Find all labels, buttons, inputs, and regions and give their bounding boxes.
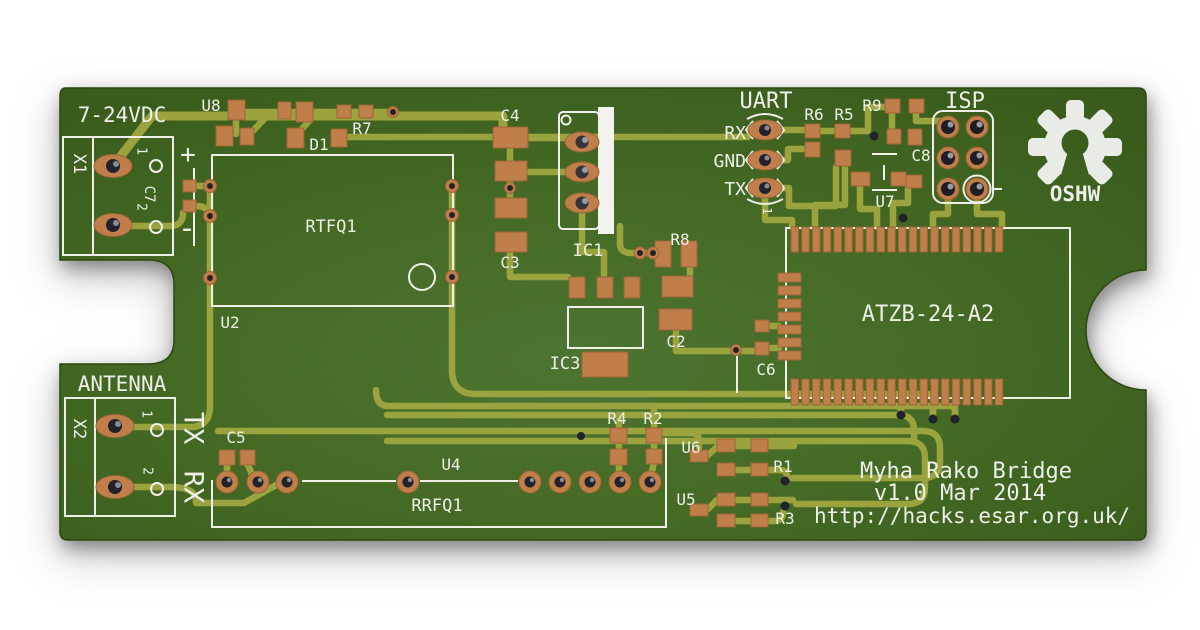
u2-label: U2 bbox=[220, 313, 239, 332]
plus-label: + bbox=[180, 140, 196, 170]
ic3-pads bbox=[568, 276, 641, 378]
c2-label: C2 bbox=[666, 332, 685, 351]
d1-label: D1 bbox=[309, 135, 328, 154]
r5-label: R5 bbox=[834, 105, 853, 124]
atzb-left-pads bbox=[777, 272, 802, 361]
x1-connector-outline bbox=[62, 136, 174, 256]
c4-label: C4 bbox=[500, 106, 519, 125]
c4-pads bbox=[492, 126, 529, 182]
c3-label: C3 bbox=[500, 253, 519, 272]
rtfq1-label: RTFQ1 bbox=[305, 217, 356, 237]
r1-label: R1 bbox=[773, 457, 792, 476]
uart-header-label: UART bbox=[740, 89, 793, 114]
copper-traces bbox=[108, 103, 1006, 525]
r6-pads bbox=[804, 123, 821, 158]
uart-tx-label: TX bbox=[724, 179, 746, 200]
x1-label: X1 bbox=[69, 154, 89, 174]
u7-pads bbox=[850, 171, 923, 189]
uart-pin1-label: 1 bbox=[760, 207, 774, 214]
r9-label: R9 bbox=[862, 96, 881, 115]
r4-label: R4 bbox=[607, 409, 626, 428]
c5-label: C5 bbox=[226, 428, 245, 447]
u8-label: U8 bbox=[201, 96, 220, 115]
uart-rx-label: RX bbox=[724, 123, 746, 144]
r7-label: R7 bbox=[352, 119, 371, 138]
x2-pin2-label: 2 bbox=[140, 467, 155, 475]
antenna-header-label: ANTENNA bbox=[78, 372, 167, 396]
x2-pin1-label: 1 bbox=[139, 410, 154, 418]
tx-big-label: TX bbox=[178, 412, 209, 445]
c7-label: C7 bbox=[141, 186, 157, 203]
x1-pin1-label: 1 bbox=[134, 147, 149, 155]
r6-label: R6 bbox=[804, 105, 823, 124]
ic1-label: IC1 bbox=[573, 241, 604, 261]
r2-label: R2 bbox=[643, 409, 662, 428]
u6-label: U6 bbox=[681, 438, 700, 457]
x2-pads bbox=[95, 414, 135, 499]
atzb-module-label: ATZB-24-A2 bbox=[862, 302, 994, 327]
pcb-board: 7-24VDC U8 D1 R7 RTFQ1 U2 C4 C3 IC1 R8 I… bbox=[59, 87, 1147, 541]
x1-pads bbox=[93, 154, 133, 237]
through-hole-pads bbox=[93, 115, 989, 499]
u7-outline bbox=[872, 153, 897, 191]
u4-label: U4 bbox=[441, 455, 460, 474]
r9-pads bbox=[884, 98, 925, 114]
title-line1: Myha Rako Bridge bbox=[860, 459, 1072, 484]
atzb-bottom-pads bbox=[790, 378, 1004, 406]
isp-header-label: ISP bbox=[945, 89, 985, 114]
oshw-logo-gear-icon bbox=[1022, 94, 1130, 202]
smd-pads bbox=[182, 98, 1004, 528]
x2-label: X2 bbox=[69, 419, 89, 439]
oshw-label: OSHW bbox=[1050, 182, 1101, 206]
r8-label: R8 bbox=[670, 230, 689, 249]
u5-label: U5 bbox=[676, 490, 695, 509]
c6-pads bbox=[754, 319, 770, 356]
vias bbox=[203, 106, 960, 511]
ic1-pads bbox=[564, 131, 600, 214]
ic1-tab bbox=[598, 107, 614, 234]
isp-pads bbox=[936, 115, 989, 201]
r5-pads bbox=[834, 123, 852, 167]
title-block: Myha Rako Bridge v1.0 Mar 2014 http://ha… bbox=[814, 459, 1130, 528]
x2-connector-outline bbox=[64, 397, 176, 517]
u7-label: U7 bbox=[875, 192, 894, 211]
title-line2: v1.0 Mar 2014 bbox=[874, 481, 1046, 506]
uart-gnd-label: GND bbox=[713, 151, 746, 172]
x1-aux-pads bbox=[182, 179, 197, 213]
u8-d1-pads bbox=[215, 99, 374, 149]
rrfq1-label: RRFQ1 bbox=[411, 496, 462, 516]
silkscreen-labels: 7-24VDC U8 D1 R7 RTFQ1 U2 C4 C3 IC1 R8 I… bbox=[69, 89, 1130, 528]
rx-big-label: RX bbox=[178, 471, 209, 504]
c8-label: C8 bbox=[911, 146, 930, 165]
u6-u5-pads bbox=[689, 449, 709, 517]
r2-pads bbox=[645, 427, 663, 465]
c3-pads bbox=[494, 197, 528, 253]
rrfq1-module-outline bbox=[211, 438, 667, 528]
rtfq1-module-outline bbox=[211, 154, 454, 307]
ic3-outline bbox=[567, 306, 644, 349]
c6-label: C6 bbox=[756, 360, 775, 379]
atzb-top-pads bbox=[790, 226, 1004, 253]
board-substrate bbox=[59, 87, 1147, 541]
minus-label: - bbox=[178, 211, 196, 246]
isp-connector-outline bbox=[932, 110, 1002, 204]
c8-pads bbox=[886, 128, 923, 146]
x1-pin2-label: 2 bbox=[134, 203, 149, 211]
power-header-label: 7-24VDC bbox=[78, 103, 167, 127]
title-line3: http://hacks.esar.org.uk/ bbox=[814, 504, 1130, 528]
r1-r3-pads bbox=[716, 438, 769, 528]
ic3-label: IC3 bbox=[550, 354, 581, 374]
rrfq1-pads bbox=[215, 470, 662, 494]
r4-pads bbox=[609, 427, 628, 466]
c2-pads bbox=[658, 275, 694, 331]
r3-label: R3 bbox=[775, 509, 794, 528]
r8-pads bbox=[654, 240, 698, 268]
uart-pads bbox=[747, 119, 783, 199]
c5-pads bbox=[218, 449, 256, 466]
